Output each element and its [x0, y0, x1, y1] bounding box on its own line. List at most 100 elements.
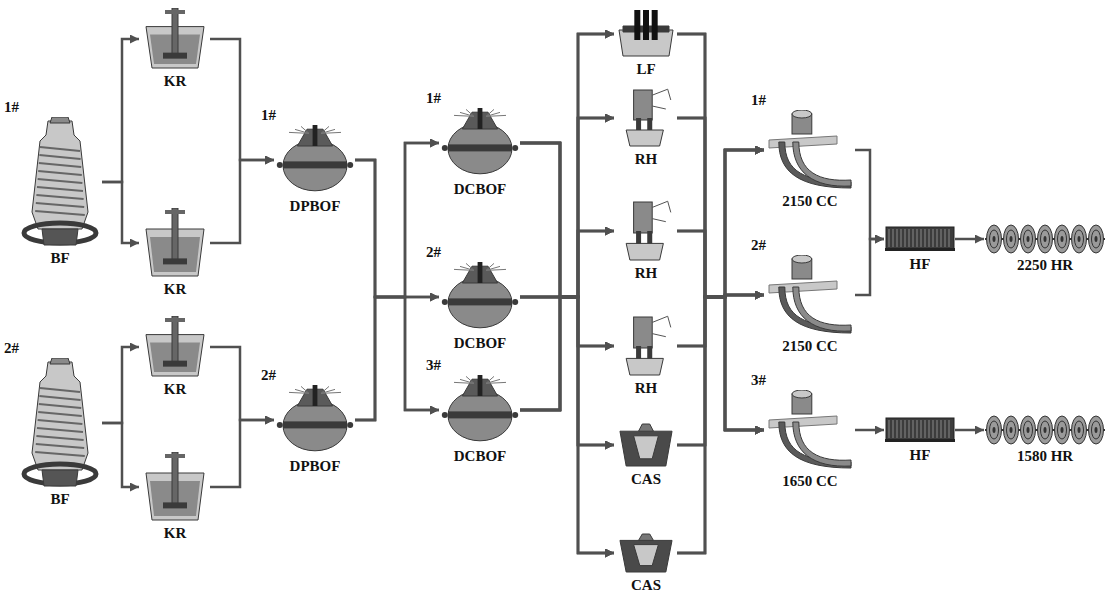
unit-label: KR [164, 525, 187, 541]
unit-label: KR [164, 73, 187, 89]
unit-label: BF [50, 491, 69, 507]
hr-unit: 1580 HR [985, 415, 1105, 445]
flow-arrow [677, 150, 764, 297]
hr-icon [985, 415, 1105, 445]
bof-unit: 1#DCBOF [440, 108, 520, 178]
bf-icon [18, 117, 102, 247]
rh-icon [615, 315, 677, 377]
flow-arrow [520, 143, 614, 346]
cc-unit: 2#2150 CC [765, 255, 855, 335]
unit-label: DPBOF [290, 458, 341, 474]
bof-unit: 1#DPBOF [275, 125, 355, 195]
rh-icon [615, 88, 677, 148]
bf-icon [18, 358, 102, 488]
flow-arrow [520, 143, 614, 445]
cc-icon [765, 255, 855, 335]
flow-arrow [102, 182, 139, 243]
flow-arrow [520, 34, 614, 297]
flow-arrow [210, 160, 274, 243]
unit-number: 3# [751, 372, 766, 388]
flow-arrow [677, 295, 764, 553]
flow-arrow [102, 347, 139, 423]
flow-arrow [677, 34, 764, 297]
cas-icon [615, 422, 677, 468]
flow-arrow [677, 150, 764, 553]
kr-unit: KR [140, 208, 210, 278]
unit-number: 1# [426, 90, 441, 106]
flow-arrow [677, 118, 764, 297]
cas-unit: CAS [615, 532, 677, 574]
rh-unit: RH [615, 200, 677, 262]
flow-arrow [677, 34, 764, 297]
rh-unit: RH [615, 315, 677, 377]
kr-icon [140, 316, 210, 378]
flow-arrow [955, 429, 984, 432]
rh-unit: RH [615, 88, 677, 148]
flow-arrow [677, 295, 764, 445]
unit-label: HF [910, 256, 931, 272]
flow-arrow [520, 297, 614, 346]
unit-label: HF [910, 447, 931, 463]
cc-icon [765, 110, 855, 190]
bof-icon [440, 375, 520, 445]
unit-label: DPBOF [290, 198, 341, 214]
flow-arrow [210, 347, 274, 420]
flow-arrow [102, 39, 139, 182]
lf-icon [615, 10, 677, 58]
flow-arrow [520, 143, 614, 553]
unit-number: 1# [261, 107, 276, 123]
unit-label: KR [164, 381, 187, 397]
flow-arrow [677, 118, 764, 430]
unit-label: BF [50, 250, 69, 266]
unit-number: 3# [426, 357, 441, 373]
cc-unit: 3#1650 CC [765, 390, 855, 470]
bof-unit: 3#DCBOF [440, 375, 520, 445]
unit-number: 2# [426, 244, 441, 260]
flow-arrow [520, 231, 614, 410]
bof-icon [440, 108, 520, 178]
bf-unit: 2#BF [18, 358, 102, 488]
flow-arrow [210, 420, 274, 487]
rh-icon [615, 200, 677, 262]
hf-icon [885, 225, 955, 253]
flow-arrow [855, 429, 884, 432]
unit-number: 2# [261, 367, 276, 383]
unit-label: 1650 CC [782, 473, 837, 489]
bf-unit: 1#BF [18, 117, 102, 247]
kr-unit: KR [140, 316, 210, 378]
flow-arrow [677, 150, 764, 346]
unit-number: 2# [751, 237, 766, 253]
flow-arrow [855, 150, 884, 239]
flow-arrow [520, 297, 614, 410]
unit-label: DCBOF [454, 448, 507, 464]
cas-icon [615, 532, 677, 574]
flow-arrow [677, 34, 764, 430]
unit-label: DCBOF [454, 181, 507, 197]
flow-arrow [677, 118, 764, 297]
flow-arrow [355, 143, 439, 297]
unit-label: 2150 CC [782, 338, 837, 354]
flow-arrow [520, 297, 614, 553]
kr-icon [140, 8, 210, 70]
flow-arrow [520, 297, 614, 445]
hf-unit: HF [885, 225, 955, 253]
unit-label: RH [635, 265, 658, 281]
unit-label: CAS [631, 577, 661, 593]
hr-icon [985, 224, 1105, 254]
kr-icon [140, 452, 210, 522]
flow-arrow [355, 143, 439, 420]
kr-unit: KR [140, 8, 210, 70]
unit-number: 1# [751, 92, 766, 108]
flow-arrow [520, 118, 614, 410]
flow-arrow [520, 118, 614, 297]
unit-label: LF [636, 61, 655, 77]
flow-arrow [520, 231, 614, 297]
cas-unit: CAS [615, 422, 677, 468]
bof-unit: 2#DPBOF [275, 385, 355, 455]
kr-unit: KR [140, 452, 210, 522]
unit-label: CAS [631, 471, 661, 487]
unit-label: RH [635, 151, 658, 167]
flow-arrow [520, 34, 614, 297]
unit-label: DCBOF [454, 335, 507, 351]
